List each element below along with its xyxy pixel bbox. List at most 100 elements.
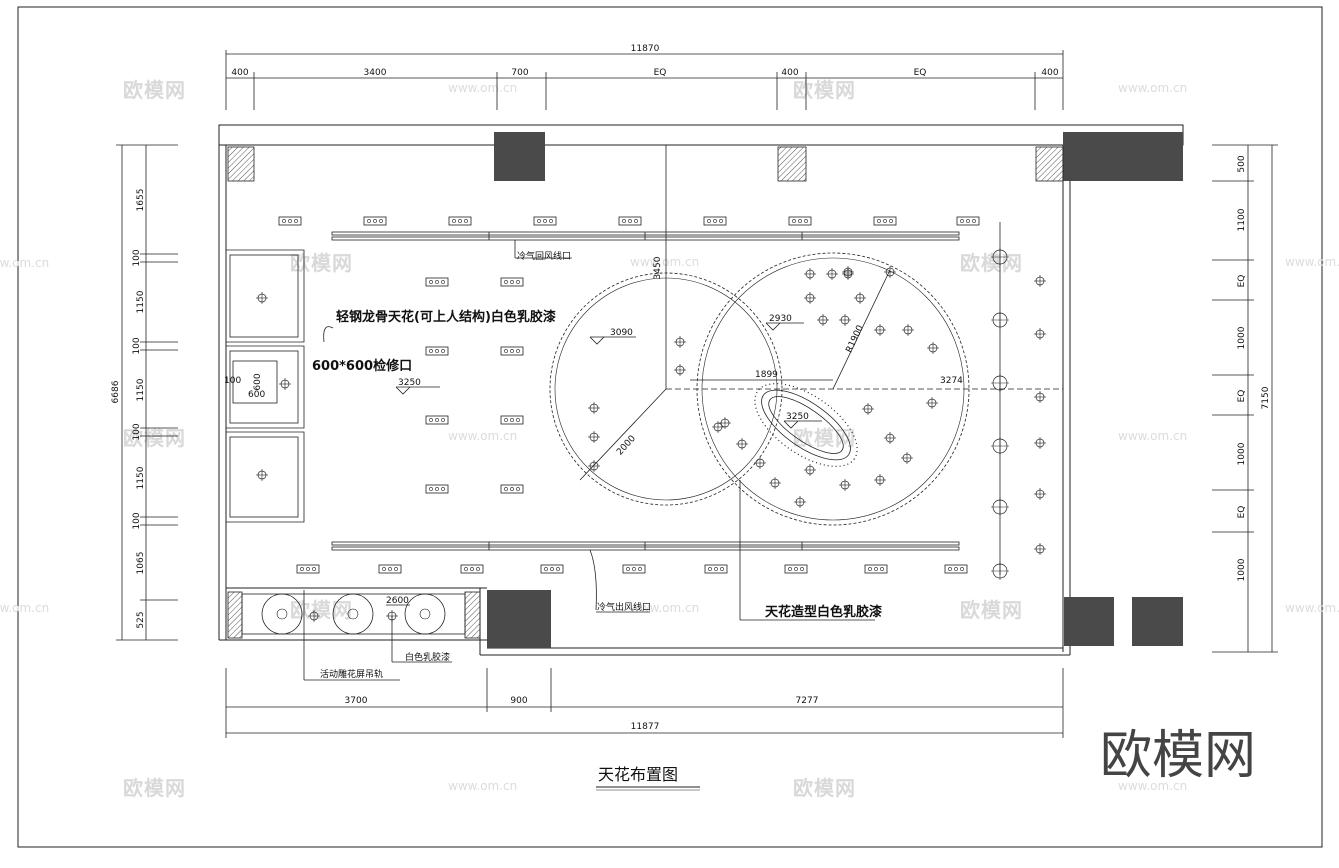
grille-light [540,564,564,574]
downlight [826,268,838,280]
downlight [842,266,854,278]
downlight [926,397,938,409]
level-markers [386,322,822,606]
grille-light [296,564,320,574]
bench-area [241,590,466,681]
downlight [839,479,851,491]
column [494,132,545,181]
dim-left-seg: 1150 [136,466,146,489]
level-3250-left: 3250 [398,378,421,388]
watermark-text: 欧模网 [123,776,186,800]
dim-top-seg: 400 [231,68,248,78]
grille-light [363,216,387,226]
watermark-text: 欧模网 [290,598,353,622]
pilaster [777,146,807,182]
watermark-url: www.om.cn [1118,81,1187,95]
grille-light [618,216,642,226]
grille-light [784,564,808,574]
downlight [1034,391,1046,403]
watermark-text: 欧模网 [793,78,856,102]
watermark-text: 欧模网 [793,426,856,450]
dim-top-seg: EQ [654,68,667,78]
downlight [1034,328,1046,340]
dim-bottom-seg: 3700 [345,696,368,706]
grille-light [622,564,646,574]
downlight [839,314,851,326]
panel-dim-100: 100 [224,376,241,386]
downlight [256,292,268,304]
dim-left-seg: 100 [132,512,142,529]
feature-ceiling [549,145,1063,575]
dim-bottom-seg: 900 [510,696,527,706]
grille-light [500,346,524,356]
downlight [862,403,874,415]
grille-light [425,346,449,356]
dim-3450: 3450 [653,256,663,279]
dim-left-seg: 525 [136,611,146,628]
access-panel-label: 600*600检修口 [312,358,412,374]
dim-bottom-seg: 7277 [796,696,819,706]
grille-light [500,415,524,425]
grille-light [873,216,897,226]
oval-ceiling [761,389,851,461]
downlight [719,417,731,429]
downlight [1034,275,1046,287]
grille-light [533,216,557,226]
watermark-text: 欧模网 [123,78,186,102]
downlight [854,292,866,304]
dim-right-seg: EQ [1237,275,1247,288]
dim-right-seg: EQ [1237,390,1247,403]
grille-lights [278,216,980,574]
watermark-url: www.om.cn [0,256,49,270]
dim-top-seg: 400 [1041,68,1058,78]
grille-light [378,564,402,574]
watermark-url: www.om.cn [630,601,699,615]
downlight [736,438,748,450]
ac-return-label: 冷气回风线口 [517,250,571,262]
pilaster [227,146,255,182]
downlight [874,474,886,486]
dim-top-seg: 400 [781,68,798,78]
access-panel [232,360,278,404]
white-paint-label: 白色乳胶漆 [405,651,450,663]
grille-light [500,277,524,287]
dim-right-seg: 1000 [1237,326,1247,349]
dimension-right [1212,144,1278,653]
grille-light [425,277,449,287]
downlight [1034,488,1046,500]
watermark-url: www.om.cn [448,779,517,793]
watermark-url: www.om.cn [448,429,517,443]
downlights [256,248,1046,622]
sheet-border [17,6,1323,848]
downlight [884,266,896,278]
building-outline [218,124,1184,656]
grille-light [500,484,524,494]
dim-right-seg: 1000 [1237,558,1247,581]
left-panels [226,249,305,523]
dim-3274: 3274 [940,376,963,386]
column [1064,597,1114,646]
grille-light [460,564,484,574]
downlight [927,342,939,354]
dim-left-seg: 1655 [136,189,146,212]
downlight [1034,437,1046,449]
watermark-url: www.om.cn [1118,779,1187,793]
pilaster [1035,146,1064,182]
downlight [769,477,781,489]
watermark-url: www.om.cn [448,81,517,95]
downlight [901,452,913,464]
grille-light [425,415,449,425]
ac-supply-label: 冷气出风线口 [597,601,651,613]
dim-right-seg: 1100 [1237,208,1247,231]
grille-light [864,564,888,574]
watermark-text: 欧模网 [793,776,856,800]
downlight [588,431,600,443]
level-2930: 2930 [769,314,792,324]
dim-left-seg: 100 [132,423,142,440]
grille-light [944,564,968,574]
level-2600: 2600 [386,596,409,606]
downlight [902,324,914,336]
watermark-text: 欧模网 [290,251,353,275]
downlight [804,268,816,280]
